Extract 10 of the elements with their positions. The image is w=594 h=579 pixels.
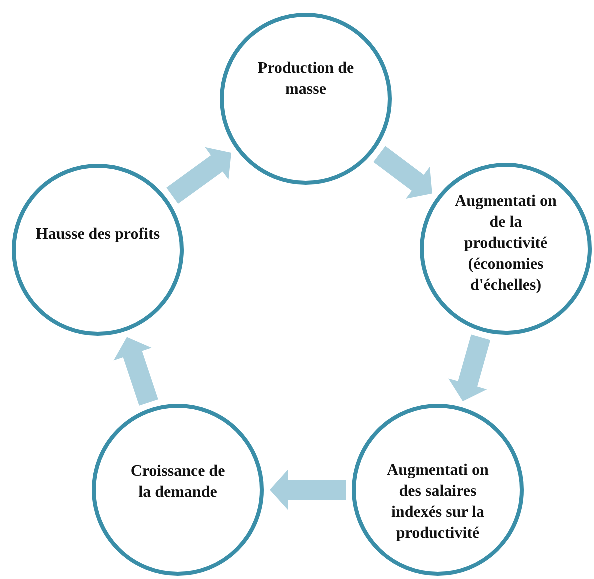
circle-label: Hausse des profits: [34, 224, 162, 244]
block-arrow: [270, 470, 346, 510]
circle-label: Production de masse: [256, 59, 356, 100]
block-arrow: [166, 147, 232, 204]
circle-label: Croissance de la demande: [130, 462, 226, 503]
circle-label: Augmentati on de la productivité (économies d'échelles): [454, 192, 558, 296]
block-arrow: [374, 146, 432, 199]
block-arrow: [448, 334, 491, 402]
circle-label: Augmentati on des salaires indexés sur la productivité: [386, 461, 490, 544]
block-arrow: [114, 337, 158, 406]
